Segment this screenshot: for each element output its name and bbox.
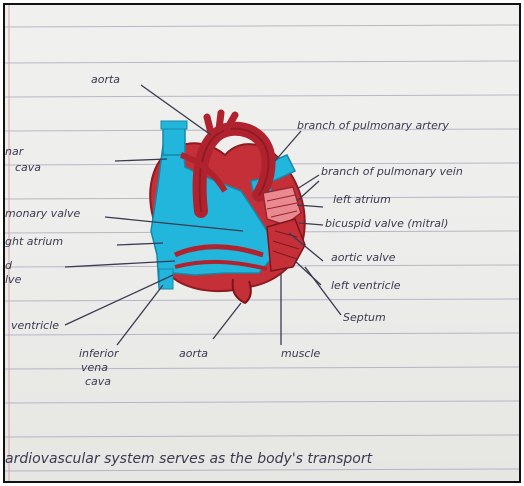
label-inferior-b: vena xyxy=(81,361,108,374)
label-aorta-bottom: aorta xyxy=(179,347,208,360)
label-aorta-top: aorta xyxy=(91,73,120,86)
label-vena-cava-b: cava xyxy=(15,161,41,174)
label-tricuspid-b: lve xyxy=(5,273,22,286)
label-inferior-c: cava xyxy=(85,375,111,388)
label-inferior-a: inferior xyxy=(79,347,120,360)
label-bicuspid-valve: bicuspid valve (mitral) xyxy=(325,217,448,230)
label-branch-pulmonary-vein: branch of pulmonary vein xyxy=(321,165,463,178)
heart-drawing xyxy=(150,113,305,303)
label-aortic-valve: aortic valve xyxy=(331,251,396,264)
label-right-atrium: ght atrium xyxy=(5,235,63,248)
label-left-atrium: left atrium xyxy=(333,193,391,206)
notebook-drawing: aorta branch of pulmonary artery nar cav… xyxy=(5,5,519,481)
bottom-sentence: ardiovascular system serves as the body'… xyxy=(5,451,373,467)
inferior-vena-cava xyxy=(159,269,173,289)
label-ventricle: ventricle xyxy=(11,319,59,332)
label-branch-pulmonary-artery: branch of pulmonary artery xyxy=(297,119,449,132)
label-pulmonary-valve: monary valve xyxy=(5,207,81,220)
label-vena-cava-a: nar xyxy=(5,145,25,158)
label-septum: Septum xyxy=(343,311,386,324)
label-left-ventricle: left ventricle xyxy=(331,279,401,292)
aorta-bottom-vessel xyxy=(233,279,251,303)
label-muscle: muscle xyxy=(281,347,321,360)
notebook-photo: aorta branch of pulmonary artery nar cav… xyxy=(3,3,521,483)
label-tricuspid-a: d xyxy=(5,259,13,272)
